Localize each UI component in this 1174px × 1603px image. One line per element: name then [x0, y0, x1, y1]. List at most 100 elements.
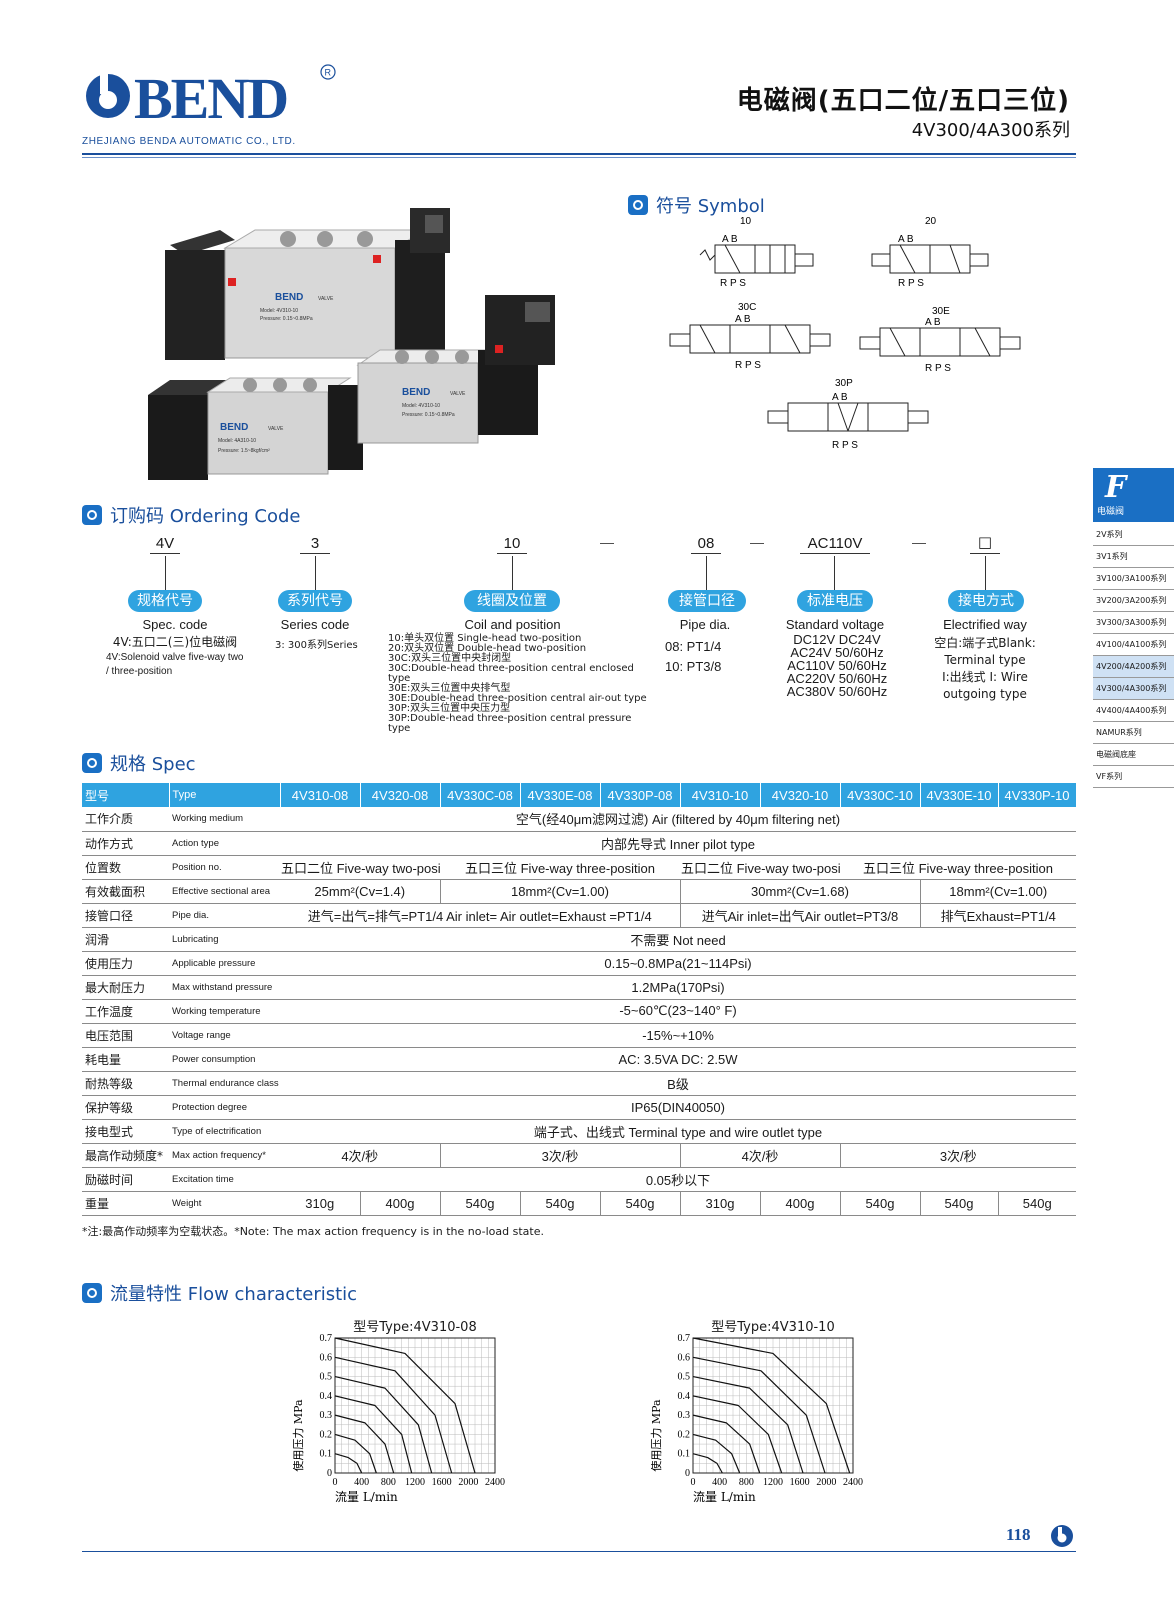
symbol-10-ports-top: A B [722, 234, 738, 245]
symbol-30E-ports-top: A B [925, 317, 941, 328]
row-label-en: Voltage range [169, 1023, 280, 1048]
row-label-cn: 励磁时间 [82, 1167, 169, 1192]
spec-model: 4V310-08 [280, 783, 361, 807]
oc-coil-line: 30E:Double-head three-position central a… [388, 693, 647, 704]
y-axis-label: 使用压力 MPa [650, 1399, 663, 1472]
y-tick-label: 0.4 [678, 1391, 691, 1402]
series-nav-item[interactable]: VF系列 [1093, 766, 1174, 788]
row-label-cn: 工作介质 [82, 807, 169, 832]
spec-header-cn: 型号 [82, 783, 170, 807]
symbol-10: 10 A B R P S [699, 216, 814, 289]
row-label-en: Lubricating [169, 927, 280, 952]
footer-divider [82, 1551, 1076, 1552]
row-value: 五口二位 Five-way two-position [280, 855, 440, 880]
spec-heading: 规格 Spec [82, 750, 196, 776]
oc-code-spec: 4V [155, 535, 175, 552]
x-axis-label: 流量 L/min [693, 1490, 756, 1504]
oc-code-pipe: 08 [697, 535, 715, 552]
y-tick-label: 0.7 [678, 1333, 691, 1344]
table-row: 接电型式 Type of electrification 端子式、出线式 Ter… [82, 1119, 1076, 1144]
flow-curve [334, 1453, 363, 1474]
row-label-en: Excitation time [169, 1167, 280, 1192]
oc-underline [300, 553, 330, 554]
table-row: 工作温度 Working temperature -5~60℃(23~140° … [82, 999, 1076, 1024]
series-nav-item-active[interactable]: 4V300/4A300系列 [1093, 678, 1174, 700]
series-nav-item[interactable]: 4V200/4A200系列 [1093, 656, 1174, 678]
series-nav-item[interactable]: 2V系列 [1093, 524, 1174, 546]
series-nav-item[interactable]: 4V400/4A400系列 [1093, 700, 1174, 722]
row-label-en: Pipe dia. [169, 903, 280, 928]
row-label-en: Thermal endurance class [169, 1071, 280, 1096]
row-value: B级 [280, 1071, 1076, 1096]
section-bullet-icon [628, 195, 648, 215]
flow-heading-text: 流量特性 Flow characteristic [110, 1284, 358, 1305]
oc-coil-line: 30P:Double-head three-position central p… [388, 713, 632, 734]
page-number: 118 [1006, 1525, 1031, 1544]
section-bullet-icon [82, 753, 102, 773]
section-bullet-icon [82, 1283, 102, 1303]
row-value: 4次/秒 [280, 1143, 440, 1168]
y-tick-label: 0.5 [678, 1372, 691, 1383]
valve-a-pressure: Pressure: 0.15~0.8MPa [260, 316, 313, 322]
row-label-en: Max withstand pressure [169, 975, 280, 1000]
row-value: 3次/秒 [439, 1143, 680, 1168]
row-label-en: Working temperature [169, 999, 280, 1024]
series-nav-item[interactable]: 4V100/4A100系列 [1093, 634, 1174, 656]
table-row: 励磁时间 Excitation time 0.05秒以下 [82, 1167, 1076, 1192]
row-value: 五口三位 Five-way three-position [440, 855, 680, 880]
row-label-en: Type of electrification [169, 1119, 280, 1144]
series-nav-item[interactable]: 3V100/3A100系列 [1093, 568, 1174, 590]
y-tick-label: 0.2 [678, 1429, 691, 1440]
row-value: 进气Air inlet=出气Air outlet=PT3/8 [679, 903, 920, 928]
valve-c-pressure: Pressure: 0.15~0.8MPa [402, 412, 455, 418]
row-label-cn: 有效截面积 [82, 879, 169, 904]
chapter-tab[interactable]: F 电磁阀 [1093, 468, 1174, 522]
row-value: IP65(DIN40050) [280, 1095, 1076, 1120]
series-nav-item[interactable]: NAMUR系列 [1093, 722, 1174, 744]
plot-frame [692, 1337, 854, 1474]
x-tick-label: 2400 [485, 1477, 505, 1488]
x-tick-label: 2400 [843, 1477, 863, 1488]
row-value: -5~60℃(23~140° F) [280, 999, 1076, 1024]
flow-curve [692, 1433, 741, 1474]
oc-code-coil: 10 [503, 535, 521, 552]
table-row: 电压范围 Voltage range -15%~+10% [82, 1023, 1076, 1048]
symbol-20-ports-top: A B [898, 234, 914, 245]
valve-back: BEND Model: 4V310-10 Pressure: 0.15~0.8M… [165, 208, 450, 360]
row-label-cn: 耐热等级 [82, 1071, 169, 1096]
oc-en-electrified: Electrified way [943, 617, 1027, 632]
series-nav-item[interactable]: 3V1系列 [1093, 546, 1174, 568]
symbol-30P: 30P A B R P S [767, 378, 929, 451]
header-divider-thin [82, 157, 1076, 158]
svg-text:R: R [325, 68, 332, 78]
flow-heading: 流量特性 Flow characteristic [82, 1280, 357, 1306]
series-nav-item[interactable]: 电磁阀底座 [1093, 744, 1174, 766]
oc-stem [834, 556, 835, 590]
oc-en-spec: Spec. code [142, 617, 208, 632]
oc-en-coil: Coil and position [464, 617, 561, 632]
series-nav-item[interactable]: 3V200/3A200系列 [1093, 590, 1174, 612]
oc-code-electrified: □ [977, 533, 993, 551]
oc-voltage-line: AC110V 50/60Hz [787, 658, 887, 673]
row-value: 进气=出气=排气=PT1/4 Air inlet= Air outlet=Exh… [280, 903, 680, 928]
row-label-cn: 润滑 [82, 927, 169, 952]
x-tick-label: 1600 [432, 1477, 452, 1488]
symbol-30E-code: 30E [932, 306, 950, 317]
oc-pill-electrified: 接电方式 [948, 590, 1024, 612]
table-row: 有效截面积 Effective sectional area 25mm²(Cv=… [82, 879, 1076, 904]
spec-model: 4V330C-08 [440, 783, 521, 807]
valve-b-valve: VALVE [268, 426, 284, 432]
oc-electrified-line: 空白:端子式Blank: [934, 636, 1036, 650]
oc-underline [800, 553, 870, 554]
row-value: 25mm²(Cv=1.4) [280, 879, 440, 904]
weight-value: 540g [839, 1191, 920, 1216]
flow-chart-title-1: 型号Type:4V310-08 [353, 1320, 477, 1335]
flow-curve [692, 1356, 826, 1474]
flow-curve [334, 1395, 413, 1474]
x-tick-label: 400 [354, 1477, 369, 1488]
weight-value: 310g [280, 1191, 360, 1216]
oc-pipe-line: 08: PT1/4 [665, 639, 722, 654]
series-nav-item[interactable]: 3V300/3A300系列 [1093, 612, 1174, 634]
